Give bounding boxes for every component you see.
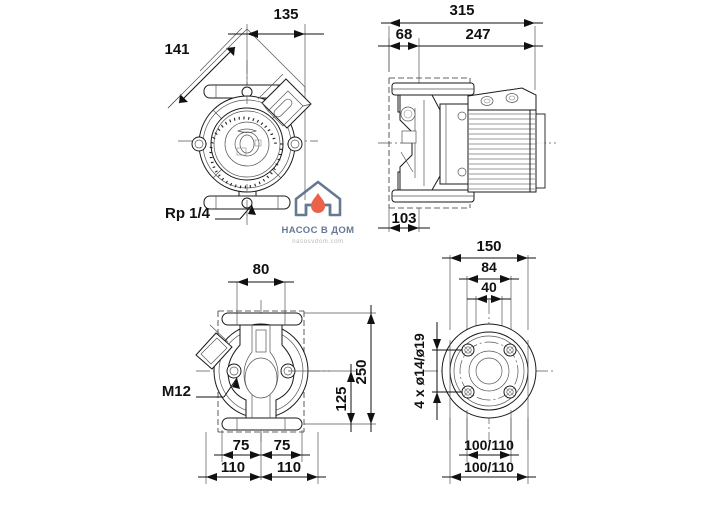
dim-141-label: 141 xyxy=(164,41,189,58)
dim-110-right: 110 xyxy=(253,432,326,484)
flame-icon xyxy=(311,193,325,213)
dim-110-right-label: 110 xyxy=(277,459,301,476)
dim-110-left: 110 xyxy=(198,432,269,484)
front-box-edge xyxy=(257,73,284,100)
dim-150-label: 150 xyxy=(476,238,501,255)
dim-125-label: 125 xyxy=(333,386,350,411)
front-terminal-box xyxy=(261,78,312,129)
side-terminal-box xyxy=(467,87,537,111)
dim-103: 103 xyxy=(378,208,430,232)
front-hub-outer xyxy=(224,121,270,167)
front-brand-mark xyxy=(237,128,257,133)
flange-gasket-circle xyxy=(453,335,525,407)
flange-bore-inner xyxy=(475,357,503,385)
flange-bolt-holes xyxy=(461,343,517,399)
dim-80-label: 80 xyxy=(253,261,270,278)
flange-bore-outer xyxy=(468,350,510,392)
flange-outer-circle xyxy=(441,323,537,419)
view-front: 141 135 xyxy=(164,6,324,225)
dim-247-label: 247 xyxy=(465,26,490,43)
front-plate-b xyxy=(254,139,262,147)
dim-250-label: 250 xyxy=(353,359,370,384)
dim-247: 247 xyxy=(419,26,543,50)
callout-rp14-label: Rp 1/4 xyxy=(165,205,211,222)
watermark-logo: НАСОС В ДОМ nasosvdom.com xyxy=(282,180,355,245)
dim-135-label: 135 xyxy=(273,6,298,23)
top-volute xyxy=(227,324,295,419)
top-flange-lower xyxy=(221,417,303,431)
dim-250: 250 xyxy=(304,305,376,432)
dim-141: 141 xyxy=(164,27,243,109)
side-motor-body xyxy=(467,109,546,193)
front-hub-core xyxy=(239,134,255,154)
flange-bolt-circle xyxy=(459,341,519,401)
dim-150: 150 xyxy=(442,238,536,330)
dim-100110-inner-label: 100/110 xyxy=(464,437,514,453)
front-knurl xyxy=(209,116,283,189)
watermark-brand: НАСОС В ДОМ xyxy=(282,225,355,236)
dim-40-label: 40 xyxy=(481,279,497,295)
side-motor-adapter xyxy=(439,103,469,185)
dim-75-right-label: 75 xyxy=(274,437,291,454)
dim-100110-outer: 100/110 xyxy=(442,418,536,484)
front-hub-inner xyxy=(234,131,260,157)
view-side: 315 68 247 xyxy=(378,2,556,232)
view-top: 80 xyxy=(162,261,376,484)
top-terminal-stub xyxy=(195,324,233,370)
dim-125: 125 xyxy=(288,364,356,432)
dim-100110-outer-label: 100/110 xyxy=(464,459,514,475)
view-flange: 150 84 40 xyxy=(411,238,556,484)
dim-110-left-label: 110 xyxy=(221,459,245,476)
dim-100110-inner: 100/110 xyxy=(459,418,519,462)
front-side-bosses xyxy=(191,136,303,152)
dim-315: 315 xyxy=(381,2,543,90)
dim-84-label: 84 xyxy=(481,259,497,275)
callout-rp14: Rp 1/4 xyxy=(165,200,256,222)
watermark-sub: nasosvdom.com xyxy=(292,239,344,245)
top-envelope xyxy=(217,310,305,433)
dim-103-label: 103 xyxy=(391,210,416,227)
callout-m12-label: M12 xyxy=(162,383,191,400)
dim-135: 135 xyxy=(228,6,324,96)
top-flange-upper xyxy=(221,312,303,326)
callout-m12: M12 xyxy=(162,377,240,400)
side-pump-housing xyxy=(399,94,441,191)
dim-75-right: 75 xyxy=(253,430,310,462)
dim-315-label: 315 xyxy=(449,2,474,19)
callout-bolt-holes-label: 4 x ø14/ø19 xyxy=(411,333,427,409)
callout-bolt-holes: 4 x ø14/ø19 xyxy=(411,322,462,420)
front-plate-a xyxy=(236,147,247,156)
dim-75-left-label: 75 xyxy=(233,437,250,454)
dim-68-label: 68 xyxy=(396,26,413,43)
motor-fins xyxy=(469,113,535,190)
